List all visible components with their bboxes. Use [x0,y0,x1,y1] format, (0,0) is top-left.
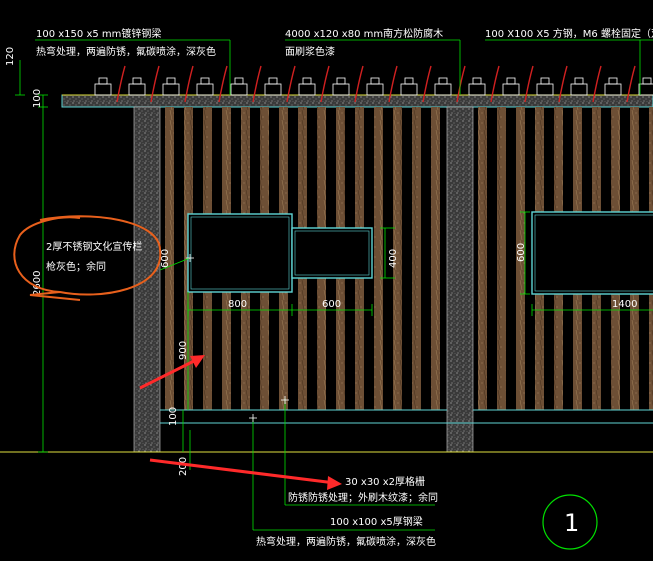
dim-1400: 1400 [612,299,637,310]
dim-100-top: 100 [32,89,43,108]
note-top-left-1: 100 x150 x5 mm镀锌钢梁 [36,27,161,40]
dim-100-bot: 100 [168,407,179,426]
middle-post [446,106,474,453]
dim-120: 120 [5,47,16,66]
wood-slat [516,107,525,410]
dim-2600: 2600 [32,271,43,296]
dimension-texts: 120 100 2600 600 400 600 800 600 1400 90… [5,47,637,476]
note-top-mid-2: 面刷浆色漆 [285,45,335,58]
wood-slat [431,107,440,410]
markup-highlight [13,215,162,301]
note-bottom-3: 100 x100 x5厚钢梁 [330,515,423,528]
dim-600: 600 [322,299,341,310]
bolt-bracket [638,77,653,96]
drawing-number-circle: 1 [542,494,598,550]
note-top-right-1: 100 X100 X5 方钢，M6 螺栓固定（双 [485,27,653,40]
dim-600-vert: 600 [516,243,527,262]
bolt-bracket [604,65,636,103]
bolt-bracket [502,65,534,103]
note-panel-2: 枪灰色；余同 [46,260,106,273]
drawing-number: 1 [564,509,579,537]
dim-900: 900 [178,341,189,360]
bottom-rail [160,409,653,424]
wood-slat [165,107,174,410]
note-bottom-4: 热弯处理，两遍防锈，氟碳喷涂，深灰色 [256,535,436,548]
note-top-left-2: 热弯处理，两遍防锈，氟碳喷涂，深灰色 [36,45,216,58]
bolt-bracket [128,65,160,103]
display-panel-large [187,213,293,293]
bolt-bracket [434,65,466,103]
wood-slat [374,107,383,410]
top-bolts [94,65,653,103]
dim-200: 200 [178,457,189,476]
bolt-bracket [536,65,568,103]
cross-markers [186,254,289,422]
bolt-bracket [468,65,500,103]
wood-slat [412,107,421,410]
bolt-bracket [298,65,330,103]
dimension-lines [15,39,653,531]
annotations: 100 x150 x5 mm镀锌钢梁 热弯处理，两遍防锈，氟碳喷涂，深灰色 40… [36,27,653,548]
bolt-bracket [162,65,194,103]
bolt-bracket [400,65,432,103]
dim-400: 400 [388,249,399,268]
bolt-bracket [570,65,602,103]
note-bottom-2: 防锈防锈处理；外刷木纹漆；余同 [288,491,438,504]
bolt-bracket [94,65,126,103]
wood-slat [497,107,506,410]
bolt-bracket [230,65,262,103]
bolt-bracket [366,65,398,103]
dim-800: 800 [228,299,247,310]
markup-arrows [139,355,342,490]
display-panel-small [291,227,373,279]
bolt-bracket [332,65,364,103]
bolt-bracket [196,65,228,103]
note-top-mid-1: 4000 x120 x80 mm南方松防腐木 [285,27,443,40]
wood-slat [478,107,487,410]
note-panel-1: 2厚不锈钢文化宣传栏 [46,240,142,253]
bolt-bracket [264,65,296,103]
display-panel-right [531,211,653,295]
note-bottom-1: 30 x30 x2厚格栅 [345,475,425,488]
dim-600-left: 600 [160,249,171,268]
wood-slat [393,107,402,410]
